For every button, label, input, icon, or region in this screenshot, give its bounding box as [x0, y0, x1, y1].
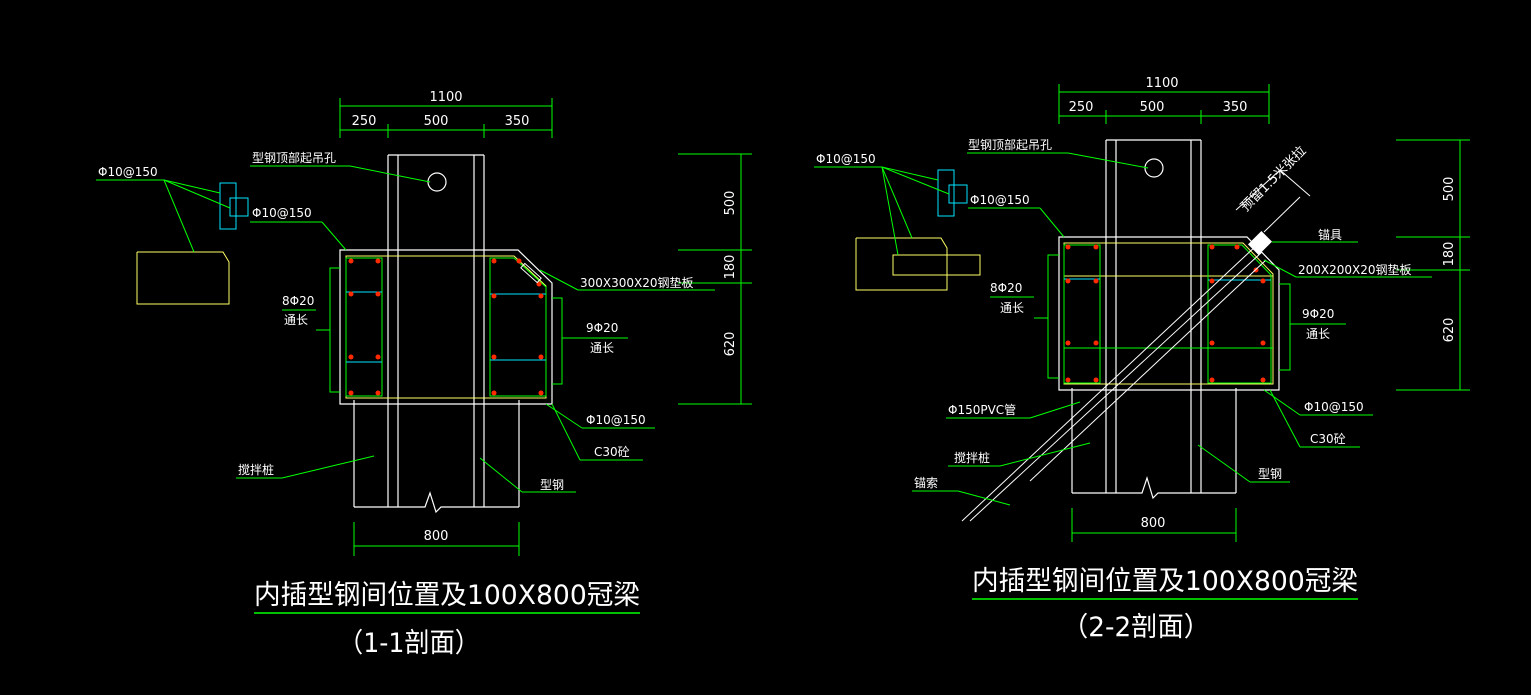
- s2-detail-cyan-outer: [937, 169, 955, 217]
- s2-label-pile: 搅拌桩: [954, 450, 990, 465]
- s1-label-stirrup-detail: Φ10@150: [98, 165, 158, 179]
- s2-detail-cyan-inner: [948, 184, 968, 204]
- s2-label-lifting-hole: 型钢顶部起吊孔: [968, 137, 1052, 152]
- s1-detail-cyan-inner: [229, 197, 249, 217]
- s2-lifting-hole: [1144, 158, 1164, 178]
- s1-right-dimensions: [678, 153, 752, 405]
- s1-rebars: [348, 258, 544, 396]
- s1-subtitle: （1-1剖面）: [338, 628, 480, 659]
- s1-label-plate: 300X300X20钢垫板: [580, 275, 694, 290]
- s1-dim-250: 250: [352, 114, 377, 129]
- s2-dim-250: 250: [1069, 100, 1094, 115]
- s1-beam-inner: [345, 255, 547, 399]
- s1-top-dimensions: [339, 98, 553, 138]
- s2-detail-yellow-bar: [892, 254, 981, 276]
- s1-rebar-cage-right: [489, 257, 547, 397]
- s1-dim-right-500: 500: [723, 191, 738, 216]
- s2-label-left-bars-sub: 通长: [1000, 301, 1024, 315]
- s2-label-right-bars-sub: 通长: [1306, 327, 1330, 341]
- s2-top-dimensions: [1058, 84, 1270, 124]
- s2-label-stirrup-bottom: Φ10@150: [1304, 400, 1364, 414]
- s2-anchor-cable: [961, 243, 1267, 522]
- s1-title: 内插型钢间位置及100X800冠梁: [254, 580, 640, 611]
- s2-beam-inner: [1063, 242, 1274, 385]
- s1-lifting-hole: [427, 172, 447, 192]
- s2-dim-right-620: 620: [1442, 318, 1457, 343]
- s2-label-anchor-head: 锚具: [1318, 227, 1342, 242]
- s2-dim-800: 800: [1141, 516, 1166, 531]
- s1-label-lifting-hole: 型钢顶部起吊孔: [252, 150, 336, 165]
- s2-detail-yellow: [855, 237, 948, 291]
- s1-label-left-bars: 8Φ20: [282, 294, 314, 308]
- s1-rebar-cage-left: [345, 257, 383, 397]
- s2-label-anchor-note: 预留1.5米张拉: [1238, 144, 1309, 215]
- s2-dim-1100: 1100: [1145, 76, 1178, 91]
- s1-plate: [520, 262, 542, 284]
- s2-subtitle: （2-2剖面）: [1062, 612, 1210, 643]
- s1-bottom-dimension: [353, 522, 520, 556]
- section-2-2: 1100 250 500 350 500 180 620: [814, 76, 1470, 643]
- s1-label-left-bars-sub: 通长: [284, 313, 308, 327]
- s1-label-stirrup-top: Φ10@150: [252, 206, 312, 220]
- s1-label-stirrup-bottom: Φ10@150: [586, 413, 646, 427]
- s1-label-right-bars-sub: 通长: [590, 341, 614, 355]
- s2-dim-right-180: 180: [1442, 242, 1457, 267]
- s1-detail-yellow: [136, 251, 230, 305]
- s1-label-right-bars: 9Φ20: [586, 321, 618, 335]
- s2-dim-350: 350: [1223, 100, 1248, 115]
- s2-label-steel: 型钢: [1258, 467, 1282, 481]
- s1-leaders: [96, 165, 715, 493]
- s2-label-right-bars: 9Φ20: [1302, 307, 1334, 321]
- s2-dim-500: 500: [1140, 100, 1165, 115]
- s1-dim-350: 350: [505, 114, 530, 129]
- section-1-1: 1100 250 500 350 500 180 620: [96, 90, 752, 659]
- s2-rebar-cage-left: [1063, 244, 1273, 384]
- s1-label-concrete: C30砼: [594, 445, 630, 459]
- s2-label-concrete: C30砼: [1310, 432, 1346, 446]
- s1-dim-right-180: 180: [723, 255, 738, 280]
- s1-label-pile: 搅拌桩: [238, 462, 274, 477]
- s2-dim-right-500: 500: [1442, 177, 1457, 202]
- s2-rebar-cage-right: [1207, 244, 1272, 384]
- s2-bottom-dimension: [1071, 508, 1237, 542]
- s2-title: 内插型钢间位置及100X800冠梁: [972, 566, 1358, 597]
- s1-dim-1100: 1100: [429, 90, 462, 105]
- s1-dim-right-620: 620: [723, 332, 738, 357]
- s1-label-steel: 型钢: [540, 478, 564, 492]
- s2-right-dimensions: [1396, 139, 1470, 391]
- s2-leaders: [814, 152, 1432, 506]
- s2-beam-outline: [1058, 236, 1280, 391]
- s2-steel-section: [1071, 139, 1237, 500]
- s1-dim-500: 500: [424, 114, 449, 129]
- s1-dim-800: 800: [424, 529, 449, 544]
- s2-label-plate: 200X200X20钢垫板: [1298, 262, 1412, 277]
- s1-steel-section: [353, 154, 520, 514]
- s2-label-stirrup-detail: Φ10@150: [816, 152, 876, 166]
- s2-label-anchor-cable: 锚索: [914, 475, 938, 490]
- s1-detail-cyan-outer: [219, 182, 237, 230]
- s2-label-left-bars: 8Φ20: [990, 281, 1022, 295]
- s1-beam-outline: [339, 249, 553, 405]
- s2-label-pvc: Φ150PVC管: [948, 402, 1016, 417]
- s2-anchor-head: [1235, 169, 1311, 256]
- s2-label-stirrup-top: Φ10@150: [970, 193, 1030, 207]
